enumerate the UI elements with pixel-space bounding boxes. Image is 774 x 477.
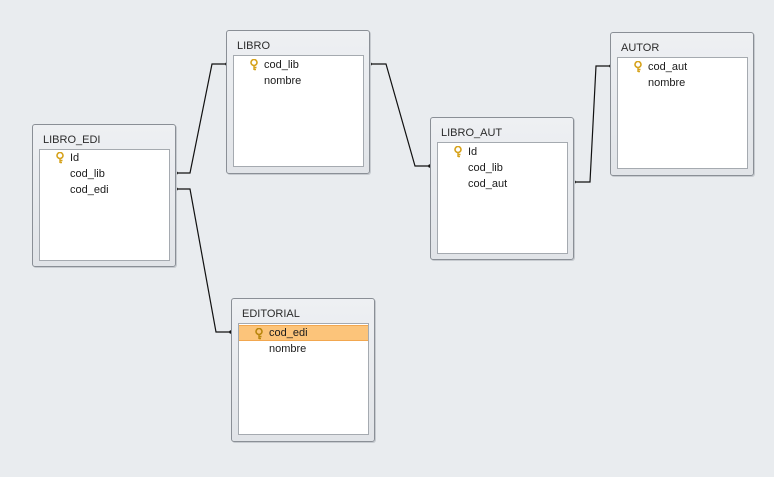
table-editorial[interactable]: EDITORIAL cod_edi nombre <box>231 298 375 442</box>
field-list[interactable]: cod_edi nombre <box>238 323 369 435</box>
field-row-cod-lib[interactable]: cod_lib <box>438 160 567 176</box>
table-title[interactable]: EDITORIAL <box>242 308 300 320</box>
field-name: nombre <box>264 75 302 87</box>
primary-key-icon <box>250 59 258 71</box>
relation-libro-edi-to-editorial[interactable] <box>174 187 233 334</box>
field-row-id[interactable]: Id <box>40 150 169 166</box>
table-title[interactable]: LIBRO <box>237 40 271 52</box>
relation-libro-edi-to-libro[interactable] <box>174 62 229 175</box>
field-row-cod-aut[interactable]: cod_aut <box>618 59 747 75</box>
field-name: cod_lib <box>264 59 299 71</box>
field-row-nombre[interactable]: nombre <box>239 341 368 357</box>
field-name: cod_lib <box>468 162 503 174</box>
field-row-nombre[interactable]: nombre <box>234 73 363 89</box>
field-row-cod-aut[interactable]: cod_aut <box>438 176 567 192</box>
field-name: cod_lib <box>70 168 105 180</box>
relation-libro-aut-to-autor[interactable] <box>572 64 613 184</box>
table-autor[interactable]: AUTOR cod_aut nombre <box>610 32 754 176</box>
primary-key-icon <box>454 146 462 158</box>
field-name: nombre <box>648 77 686 89</box>
field-row-cod-edi-selected[interactable]: cod_edi <box>239 325 368 341</box>
field-list[interactable]: Id cod_lib cod_edi <box>39 149 170 261</box>
field-list[interactable]: Id cod_lib cod_aut <box>437 142 568 254</box>
field-row-cod-edi[interactable]: cod_edi <box>40 182 169 198</box>
table-libro-edi[interactable]: LIBRO_EDI Id cod_lib cod_edi <box>32 124 176 267</box>
field-name: cod_edi <box>70 184 109 196</box>
primary-key-icon <box>56 152 64 164</box>
field-name: cod_edi <box>269 327 308 339</box>
field-list[interactable]: cod_aut nombre <box>617 57 748 169</box>
field-name: nombre <box>269 343 307 355</box>
field-row-id[interactable]: Id <box>438 144 567 160</box>
field-list[interactable]: cod_lib nombre <box>233 55 364 167</box>
field-row-nombre[interactable]: nombre <box>618 75 747 91</box>
primary-key-icon <box>255 328 263 340</box>
field-name: cod_aut <box>648 61 688 73</box>
field-row-cod-lib[interactable]: cod_lib <box>40 166 169 182</box>
primary-key-icon <box>634 61 642 73</box>
table-libro-aut[interactable]: LIBRO_AUT Id cod_lib cod_aut <box>430 117 574 260</box>
field-row-cod-lib[interactable]: cod_lib <box>234 57 363 73</box>
field-name: Id <box>468 146 478 158</box>
field-name: cod_aut <box>468 178 508 190</box>
table-title[interactable]: AUTOR <box>621 42 660 54</box>
table-libro[interactable]: LIBRO cod_lib nombre <box>226 30 370 174</box>
table-title[interactable]: LIBRO_AUT <box>441 127 503 139</box>
table-title[interactable]: LIBRO_EDI <box>43 134 101 146</box>
relation-libro-to-libro-aut[interactable] <box>368 62 432 168</box>
field-name: Id <box>70 152 80 164</box>
